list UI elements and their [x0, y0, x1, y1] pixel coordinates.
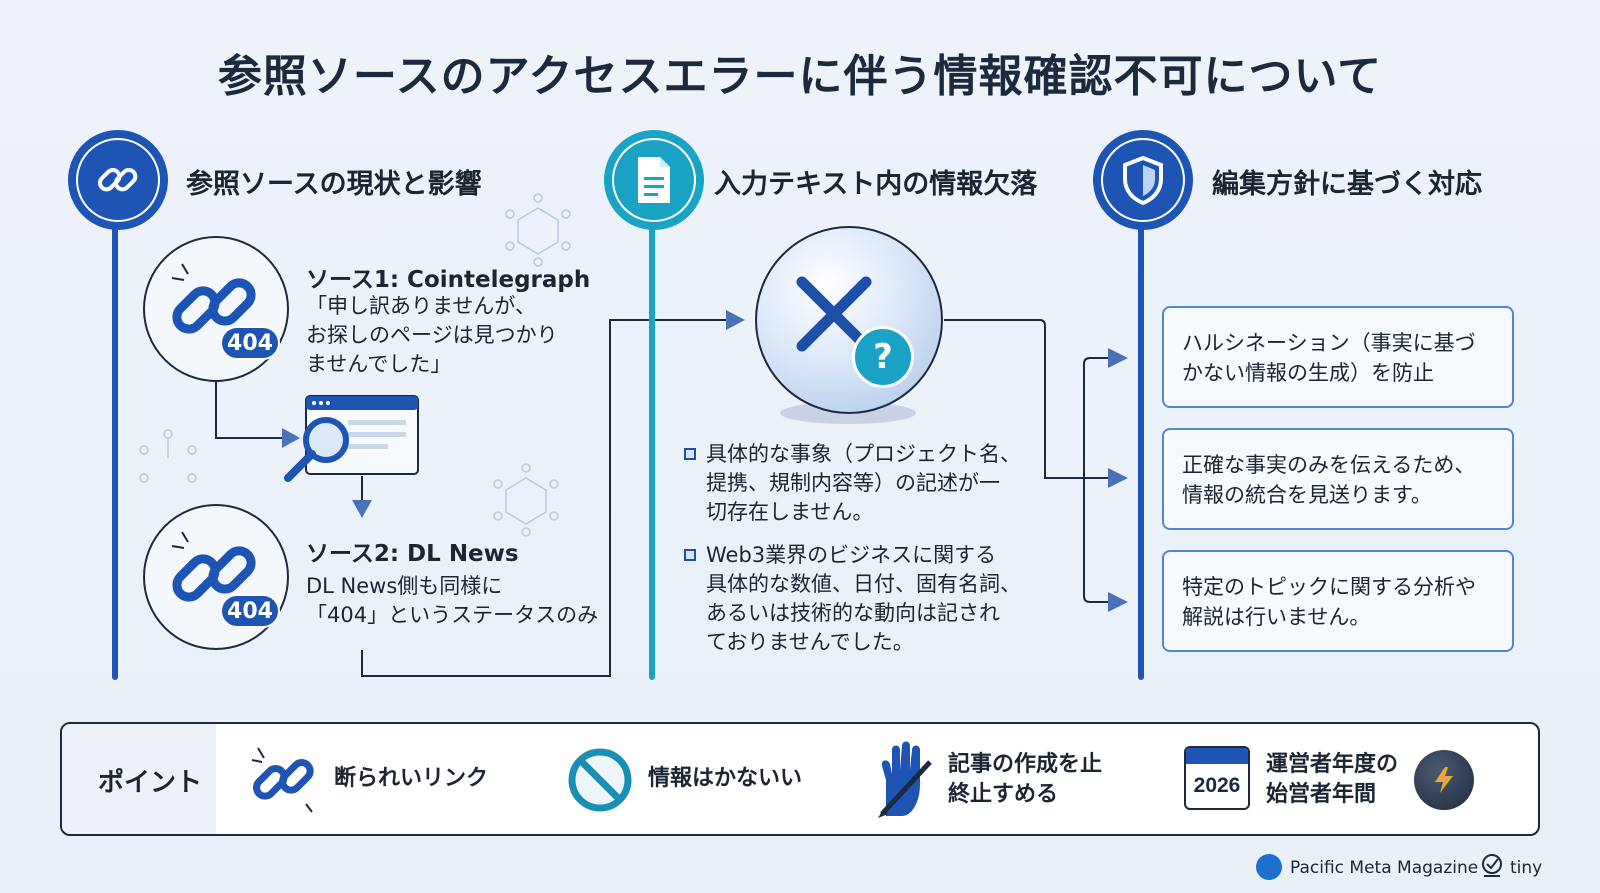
right-timeline-line — [1138, 210, 1144, 680]
point-1-text: 断られいリンク — [334, 766, 489, 791]
middle-timeline-line — [649, 210, 655, 680]
policy-box-1: ハルシネーション（事実に基づ かない情報の生成）を防止 — [1162, 306, 1514, 408]
shield-icon — [1123, 155, 1163, 205]
left-timeline-line — [112, 210, 118, 680]
broken-link-icon — [251, 747, 314, 813]
footer-brand-2: tiny — [1510, 858, 1543, 878]
calendar-year: 2026 — [1193, 774, 1241, 797]
broken-link-icon — [171, 263, 256, 334]
middle-column-icon — [604, 130, 704, 230]
source1-404-badge: 404 — [220, 326, 280, 360]
broken-link-icon — [171, 531, 256, 602]
hand-pen-icon — [878, 741, 932, 818]
points-bar: ポイント 断られいリンク 情報はかないい 記事の作成を止 終止すめる 2026 … — [60, 722, 1540, 836]
point-4-text: 運営者年度の 始営者年間 — [1266, 752, 1399, 807]
point-2-text: 情報はかないい — [648, 766, 803, 791]
right-column-heading: 編集方針に基づく対応 — [1212, 169, 1482, 200]
point-3-text: 記事の作成を止 終止すめる — [948, 752, 1103, 807]
middle-column-heading: 入力テキスト内の情報欠落 — [714, 169, 1038, 200]
browser-search-icon — [284, 395, 419, 482]
decor-cube-2 — [493, 463, 559, 537]
source1-message: 「申し訳ありませんが、 お探しのページは見つかり ませんでした」 — [306, 294, 558, 376]
bullet-marker — [684, 549, 696, 561]
middle-bullet-1: 具体的な事象（プロジェクト名、 提携、規制内容等）の記述が一 切存在しません。 — [706, 442, 1021, 524]
left-column-heading: 参照ソースの現状と影響 — [186, 169, 482, 200]
pacific-meta-logo-icon — [1256, 854, 1282, 880]
source1-title: ソース1: Cointelegraph — [306, 267, 591, 293]
page-title: 参照ソースのアクセスエラーに伴う情報確認不可について — [217, 51, 1383, 102]
source2-message: DL News側も同様に 「404」というステータスのみ — [306, 574, 599, 627]
question-icon: ? — [852, 326, 914, 388]
calendar-icon: 2026 — [1184, 746, 1250, 810]
policy-box-3: 特定のトピックに関する分析や 解説は行いません。 — [1162, 550, 1514, 652]
points-label: ポイント — [98, 768, 203, 798]
footer-brand-1: Pacific Meta Magazine — [1290, 858, 1479, 878]
prohibited-icon — [568, 748, 632, 812]
document-icon — [638, 157, 670, 203]
lightning-icon — [1435, 767, 1453, 793]
right-column-icon — [1093, 130, 1193, 230]
decor-network — [139, 429, 197, 483]
left-column-icon — [68, 130, 168, 230]
x-mark-icon — [796, 276, 872, 352]
policy-box-2: 正確な事実のみを伝えるため、 情報の統合を見送ります。 — [1162, 428, 1514, 530]
source2-404-badge: 404 — [220, 594, 280, 628]
points-label-bg — [62, 724, 216, 834]
middle-bullet-2: Web3業界のビジネスに関する 具体的な数値、日付、固有名詞、 あるいは技術的な… — [706, 543, 1021, 654]
source2-title: ソース2: DL News — [306, 541, 519, 567]
coin-icon — [1414, 750, 1474, 810]
decor-cube-1 — [505, 193, 571, 267]
tiny-logo-icon — [1482, 854, 1502, 877]
missing-info-sphere — [755, 226, 943, 414]
bullet-marker — [684, 448, 696, 460]
link-icon — [97, 167, 138, 192]
